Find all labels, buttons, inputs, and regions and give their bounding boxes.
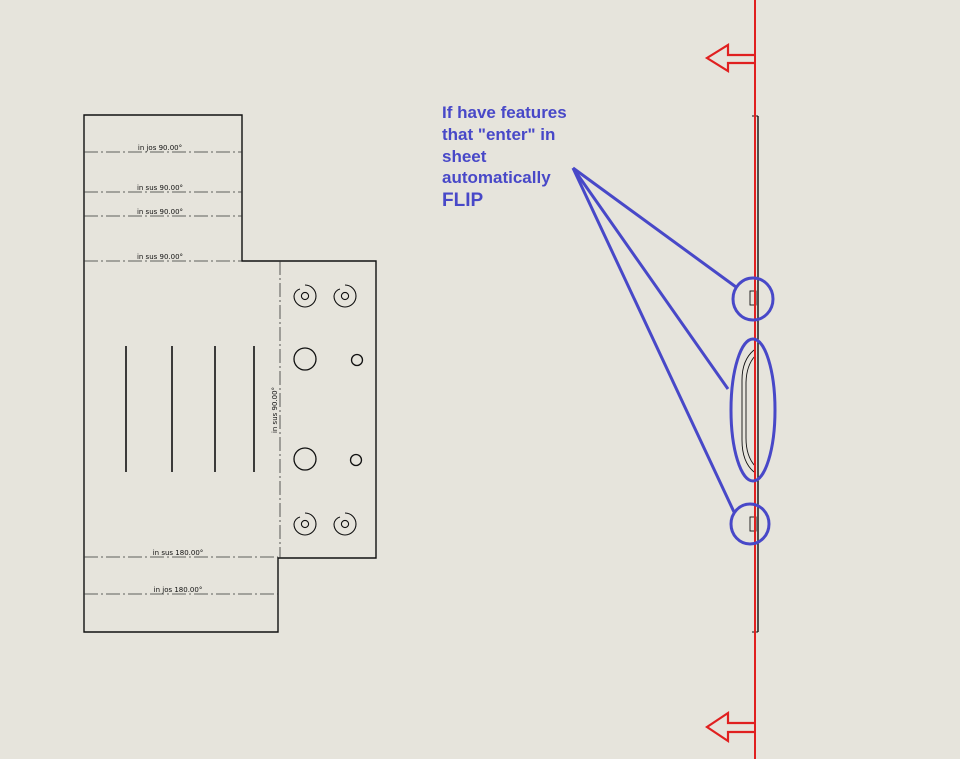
callout-line: sheet (442, 147, 487, 166)
bend-label: in sus 90.00° (137, 208, 183, 216)
highlight-ellipse (731, 276, 775, 322)
flat-pattern (83, 114, 377, 633)
callout-line: automatically (442, 168, 551, 187)
section-arrow-icon (704, 43, 755, 73)
callout-leader (571, 167, 736, 513)
small-hole (350, 353, 364, 367)
bend-label: in sus 90.00° (137, 253, 183, 261)
section-arrow-icon (705, 710, 755, 744)
formed-feature (293, 284, 317, 308)
callout-line: that "enter" in (442, 125, 555, 144)
bend-labels: in jos 90.00° in sus 90.00° in sus 90.00… (137, 144, 279, 594)
side-slot-feature (745, 355, 756, 467)
bend-label: in sus 90.00° (271, 387, 279, 433)
formed-feature (333, 512, 357, 536)
callout: If have features that "enter" in sheet a… (442, 103, 777, 546)
bend-label: in jos 90.00° (138, 144, 182, 152)
large-hole (293, 347, 317, 371)
formed-feature (333, 284, 357, 308)
small-hole (349, 453, 363, 467)
side-slot-feature (741, 349, 755, 473)
flat-pattern-outline (83, 114, 377, 633)
callout-leader (571, 167, 730, 390)
bend-label: in sus 180.00° (153, 549, 204, 557)
bend-label: in sus 90.00° (137, 184, 183, 192)
side-view (741, 115, 759, 633)
section-line (704, 0, 756, 759)
formed-feature (293, 512, 317, 536)
callout-leaders (571, 166, 737, 513)
highlight-ellipse (729, 337, 777, 483)
slot-lines (125, 346, 255, 472)
callout-leader (572, 166, 737, 289)
callout-line: If have features (442, 103, 567, 122)
large-hole (293, 447, 317, 471)
callout-line: FLIP (442, 190, 483, 211)
bend-lines (84, 151, 281, 595)
highlight-ellipse (729, 502, 771, 546)
bend-label: in jos 180.00° (154, 586, 203, 594)
callout-highlights (729, 276, 777, 546)
holes (293, 347, 364, 471)
formed-features (293, 284, 357, 536)
